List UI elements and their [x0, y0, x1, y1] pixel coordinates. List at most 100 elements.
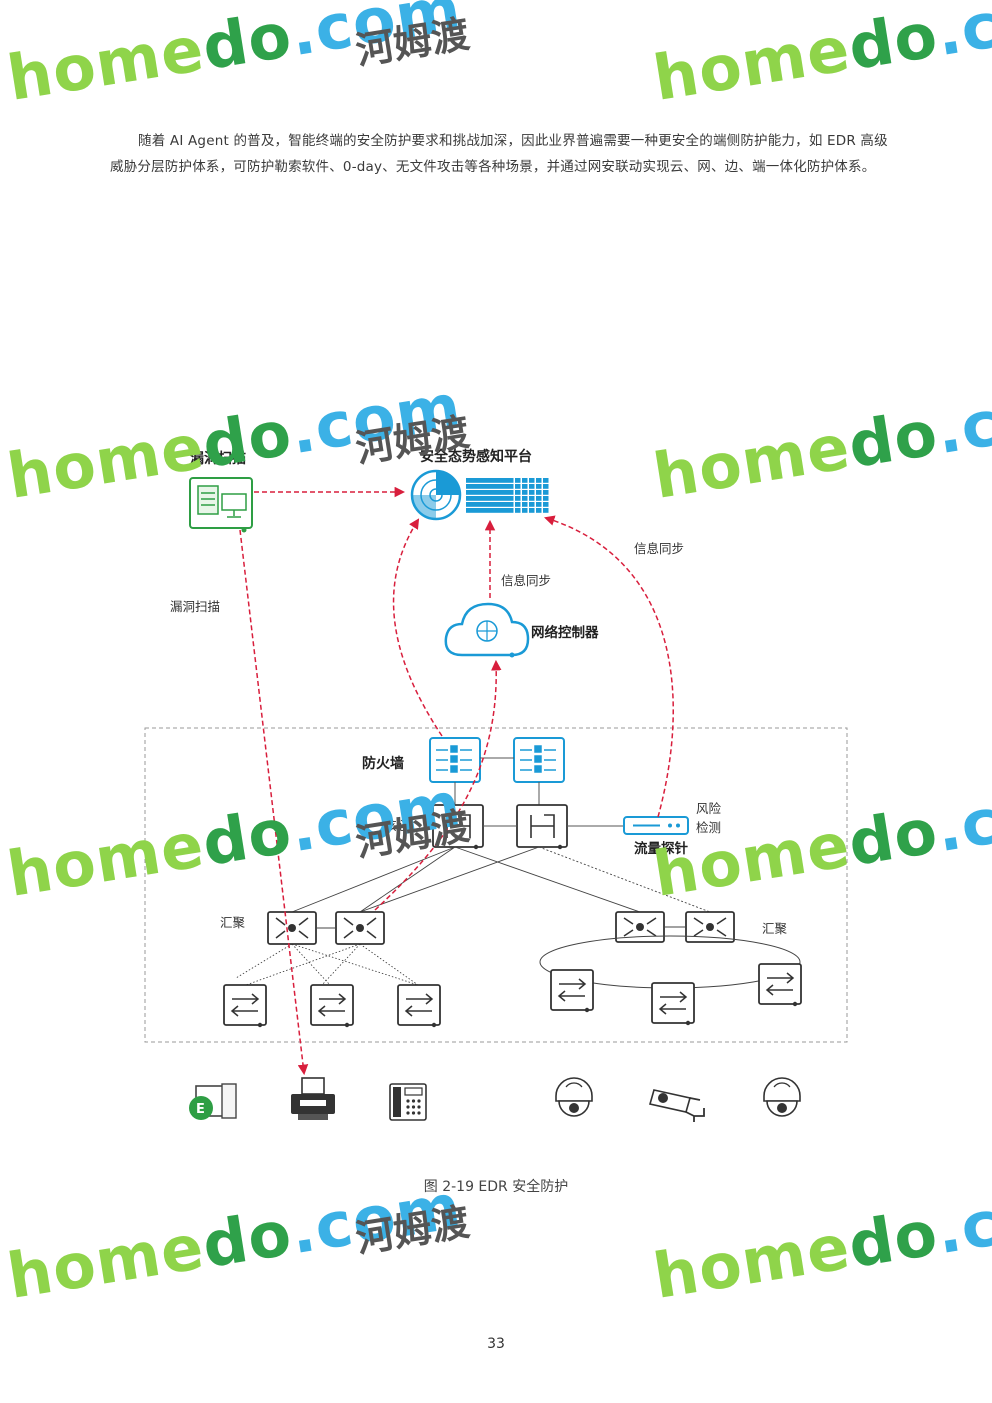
platform-grid-cell [487, 490, 494, 495]
info-sync-center-label: 信息同步 [501, 573, 551, 588]
edr-badge-text: E [196, 1102, 205, 1117]
platform-grid-cell [494, 478, 501, 483]
platform-grid-cell [508, 484, 514, 489]
platform-grid-cell [473, 508, 480, 513]
agg-right-label: 汇聚 [762, 921, 788, 936]
controller-label: 网络控制器 [531, 624, 599, 641]
platform-grid-cell [508, 490, 514, 495]
platform-grid-cell [536, 496, 542, 501]
platform-grid-cell [543, 508, 549, 513]
platform-grid-cell [515, 508, 521, 513]
platform-grid-cell [543, 496, 549, 501]
platform-grid-cell [473, 484, 480, 489]
access-switch-icon [651, 982, 695, 1026]
platform-grid-cell [529, 502, 535, 507]
platform-grid-cell [501, 490, 508, 495]
platform-grid-cell [529, 490, 535, 495]
platform-grid-cell [480, 496, 487, 501]
platform-grid-cell [536, 508, 542, 513]
cloud-controller-icon [444, 602, 530, 658]
platform-grid-cell [522, 484, 528, 489]
risk-label-line1: 风险 [696, 801, 722, 816]
platform-grid-cell [536, 478, 542, 483]
platform-grid-cell [473, 478, 480, 483]
flow-probe-to-platform [543, 515, 674, 818]
platform-grid-cell [522, 490, 528, 495]
platform-grid-cell [508, 496, 514, 501]
access-switch-icon [223, 984, 267, 1028]
platform-grid-cell [536, 484, 542, 489]
platform-grid-cell [466, 496, 473, 501]
flow-agg-to-controller [374, 659, 502, 911]
pc-endpoint-icon: E [189, 1083, 237, 1120]
probe-label: 流量探针 [634, 840, 688, 857]
bullet-camera-icon [648, 1089, 705, 1122]
agg-left-label: 汇聚 [220, 915, 246, 930]
core-switch-right-icon [516, 804, 568, 850]
platform-grid-cell [501, 508, 508, 513]
vuln-scanner-icon [189, 477, 253, 533]
access-switch-icon [550, 969, 594, 1013]
platform-grid-cell [466, 502, 473, 507]
alert-flows [239, 486, 674, 1076]
platform-grid-cell [473, 490, 480, 495]
platform-grid-cell [480, 508, 487, 513]
vuln-scan-side-label: 漏洞扫描 [170, 599, 220, 614]
dome-camera-left-icon [555, 1077, 593, 1117]
platform-grid-cell [522, 478, 528, 483]
printer-icon [291, 1077, 335, 1120]
firewall-right-icon [513, 737, 565, 783]
platform-grid-cell [543, 484, 549, 489]
firewall-left-icon [429, 737, 481, 783]
platform-grid-cell [515, 502, 521, 507]
platform-grid-cell [487, 478, 494, 483]
platform-grid-cell [536, 490, 542, 495]
platform-grid-cell [466, 478, 473, 483]
platform-title: 安全态势感知平台 [420, 448, 532, 465]
platform-grid-cell [466, 508, 473, 513]
platform-grid-cell [487, 496, 494, 501]
platform-grid-cell [487, 484, 494, 489]
platform-grid-cell [494, 490, 501, 495]
platform-grid-cell [522, 502, 528, 507]
platform-grid-cell [508, 508, 514, 513]
platform-grid-cell [515, 496, 521, 501]
platform-grid-cell [487, 502, 494, 507]
dome-camera-right-icon [763, 1077, 801, 1117]
platform-grid-cell [543, 502, 549, 507]
platform-grid-cell [543, 490, 549, 495]
platform-grid-cell [543, 478, 549, 483]
platform-grid-cell [529, 508, 535, 513]
platform-grid-cell [529, 484, 535, 489]
platform-grid-cell [494, 484, 501, 489]
page-number: 33 [487, 1336, 505, 1352]
platform-grid-cell [487, 508, 494, 513]
flow-scan-to-printer [239, 529, 309, 1076]
platform-grid-cell [480, 484, 487, 489]
platform-grid-icon [466, 478, 549, 513]
access-switches [223, 963, 802, 1028]
ip-phone-icon [389, 1083, 427, 1121]
platform-grid-cell [480, 478, 487, 483]
platform-grid-cell [473, 502, 480, 507]
access-switch-icon [397, 984, 441, 1028]
platform-grid-cell [529, 496, 535, 501]
platform-grid-cell [501, 478, 508, 483]
platform-grid-cell [508, 502, 514, 507]
agg-switch-l2-icon [335, 911, 385, 945]
access-switch-icon [310, 984, 354, 1028]
platform-grid-cell [515, 478, 521, 483]
info-sync-right-label: 信息同步 [634, 541, 684, 556]
platform-grid-cell [536, 502, 542, 507]
platform-grid-cell [480, 502, 487, 507]
platform-grid-cell [466, 484, 473, 489]
core-label: 核心 [384, 818, 410, 833]
risk-label-line2: 检测 [696, 820, 721, 835]
platform-grid-cell [508, 478, 514, 483]
platform-grid-cell [515, 484, 521, 489]
platform-grid-cell [473, 496, 480, 501]
platform-grid-cell [522, 508, 528, 513]
network-region-box [144, 727, 848, 1043]
platform-grid-cell [515, 490, 521, 495]
